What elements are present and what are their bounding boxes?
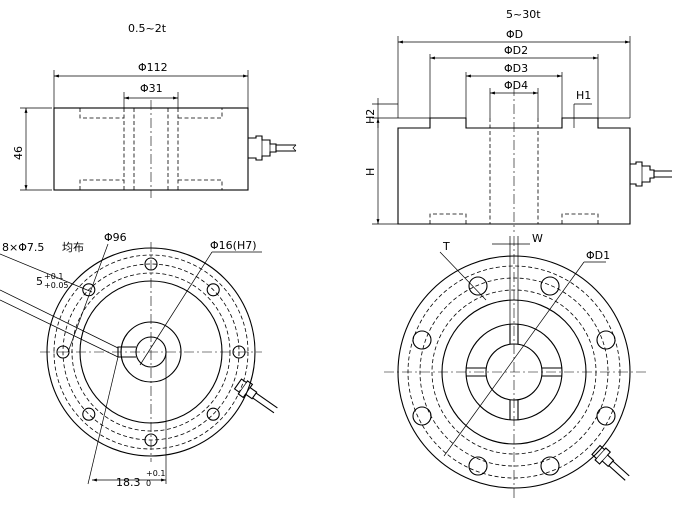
right-dim-W: W bbox=[532, 232, 543, 245]
right-capacity-label: 5~30t bbox=[506, 8, 541, 21]
left-dim-5: 5 bbox=[36, 275, 43, 288]
right-dim-D2: ΦD2 bbox=[504, 44, 528, 57]
left-dim-d16: Φ16(H7) bbox=[210, 239, 257, 252]
left-dim-d96: Φ96 bbox=[104, 231, 127, 244]
right-top-cable-gland bbox=[591, 444, 630, 481]
right-dim-H: H bbox=[364, 168, 377, 176]
left-tol-5-lower: +0.05 bbox=[44, 281, 69, 290]
left-top-cable-gland bbox=[233, 378, 278, 414]
right-dim-H1: H1 bbox=[576, 89, 591, 102]
right-dim-D1: ΦD1 bbox=[586, 249, 610, 262]
left-side-view: 0.5~2t Φ112 Φ31 bbox=[12, 22, 297, 198]
right-dim-D4: ΦD4 bbox=[504, 79, 528, 92]
left-cable-gland bbox=[248, 135, 297, 161]
left-holes-label: 8×Φ7.5 bbox=[2, 241, 44, 254]
right-dim-D: ΦD bbox=[506, 28, 523, 41]
left-dim-18-3: 18.3 bbox=[116, 476, 141, 489]
right-dim-H2: H2 bbox=[364, 109, 377, 124]
right-side-view: 5~30t ΦD ΦD2 ΦD3 ΦD4 H1 bbox=[364, 8, 672, 232]
right-dim-D3: ΦD3 bbox=[504, 62, 528, 75]
right-top-view: W T ΦD1 bbox=[384, 232, 646, 500]
right-cable-gland bbox=[630, 161, 672, 187]
right-dim-T: T bbox=[442, 240, 450, 253]
left-tol-18-upper: +0.1 bbox=[146, 469, 165, 478]
left-holes-note: 均布 bbox=[62, 241, 84, 254]
right-mounting-holes bbox=[412, 276, 616, 476]
left-top-view: 8×Φ7.5 均布 Φ96 Φ16(H7) 5 +0.1 +0.05 18.3 … bbox=[0, 231, 278, 489]
left-capacity-label: 0.5~2t bbox=[128, 22, 167, 35]
left-dim-d31: Φ31 bbox=[140, 82, 163, 95]
left-dim-height: 46 bbox=[12, 146, 25, 160]
left-tol-18-lower: 0 bbox=[146, 479, 151, 488]
left-dim-d112: Φ112 bbox=[138, 61, 168, 74]
left-tol-5-upper: +0.1 bbox=[44, 272, 63, 281]
